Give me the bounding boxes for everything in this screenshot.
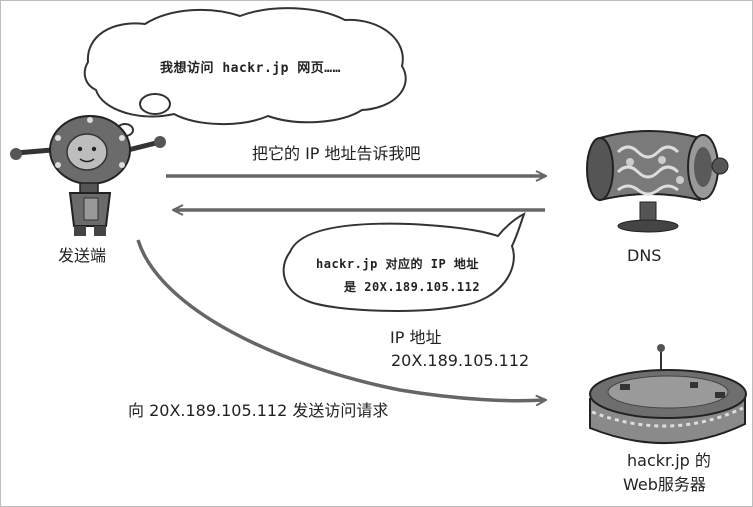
dns-reply-line1: hackr.jp 对应的 IP 地址	[316, 258, 479, 270]
request-label: 把它的 IP 地址告诉我吧	[252, 146, 421, 162]
robot-icon	[10, 116, 166, 236]
dns-label: DNS	[627, 248, 661, 264]
ip-address-value: 20X.189.105.112	[391, 353, 529, 369]
web-server-icon	[590, 344, 746, 443]
sender-label: 发送端	[58, 248, 106, 264]
thought-bubble-text: 我想访问 hackr.jp 网页……	[160, 62, 341, 75]
dns-reply-line2: 是 20X.189.105.112	[344, 281, 480, 293]
dns-server-icon	[587, 131, 728, 232]
ip-address-title: IP 地址	[390, 330, 441, 346]
access-request-label: 向 20X.189.105.112 发送访问请求	[128, 403, 388, 419]
web-server-label-line2: Web服务器	[623, 477, 706, 493]
web-server-label-line1: hackr.jp 的	[627, 453, 711, 469]
